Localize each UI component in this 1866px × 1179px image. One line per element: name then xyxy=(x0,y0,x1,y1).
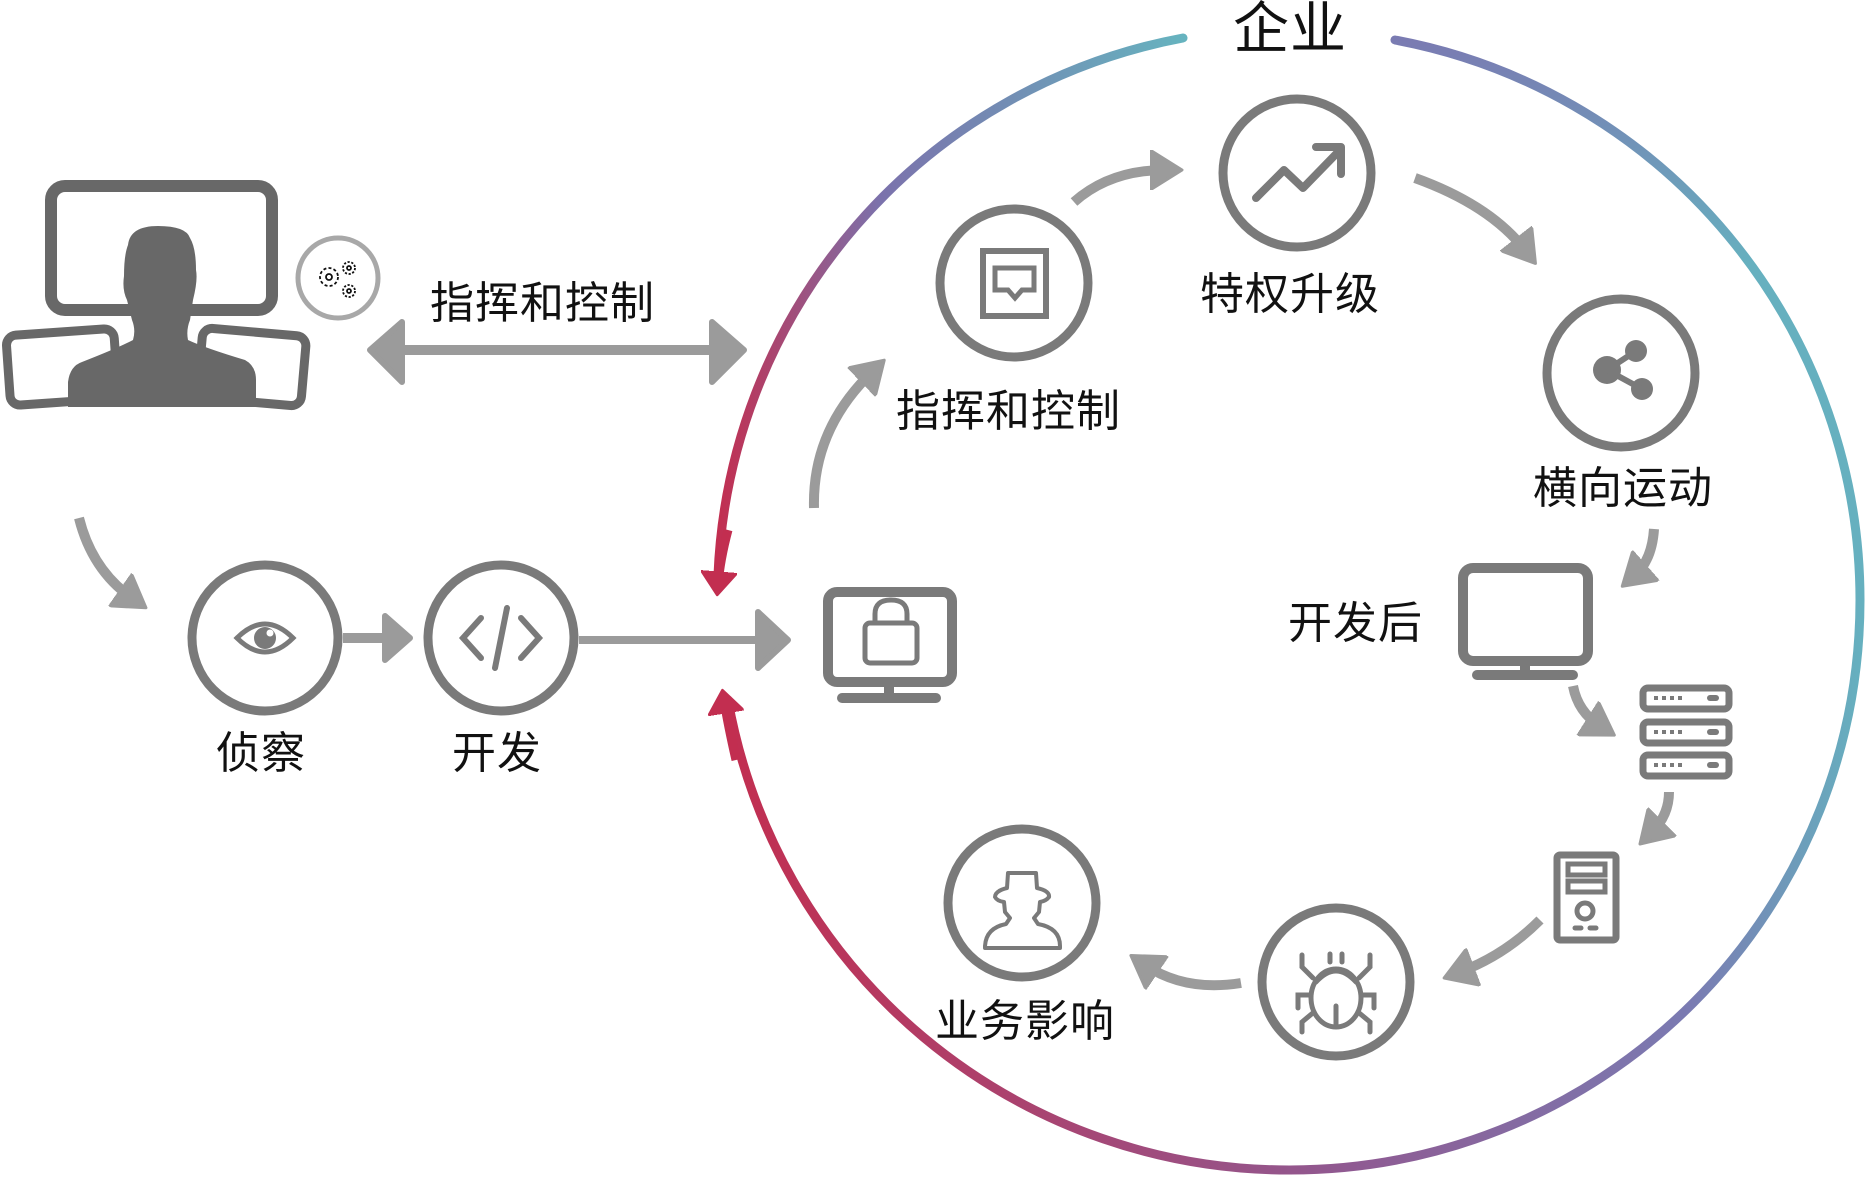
enterprise-ring xyxy=(713,33,1865,1175)
c2-label: 指挥和控制 xyxy=(896,386,1121,437)
lateral-label: 横向运动 xyxy=(1533,463,1713,514)
enterprise-title: 企业 xyxy=(1233,0,1347,62)
eye-icon xyxy=(233,621,297,655)
attacker-workstation-icon xyxy=(2,180,311,411)
malware-to-impact-arrow xyxy=(1145,965,1242,991)
gears-icon xyxy=(295,235,381,321)
impact-node xyxy=(943,824,1101,982)
attacker-c2-label: 指挥和控制 xyxy=(430,278,655,329)
desktop-tower-icon xyxy=(1553,851,1620,944)
c2-node xyxy=(935,204,1093,362)
attacker-to-recon-arrow xyxy=(74,516,132,598)
share-icon xyxy=(1593,340,1653,400)
red-entry-arrow-top xyxy=(718,528,728,585)
recon-label: 侦察 xyxy=(216,728,306,779)
target-to-c2-arrow xyxy=(808,372,872,509)
c2-to-privesc-arrow xyxy=(1070,170,1165,206)
impact-label: 业务影响 xyxy=(935,996,1115,1047)
trend-up-icon xyxy=(1252,146,1344,202)
code-icon xyxy=(458,605,544,671)
locked-monitor-icon xyxy=(823,587,957,703)
privesc-label: 特权升级 xyxy=(1200,269,1380,320)
enterprise-ring-bottom-arc xyxy=(723,595,1865,1175)
lateral-to-post-arrow xyxy=(1635,528,1654,575)
c2-double-arrow xyxy=(367,319,747,385)
malware-node xyxy=(1257,903,1415,1061)
chat-window-icon xyxy=(980,248,1049,319)
exploit-node xyxy=(423,560,579,716)
lateral-node xyxy=(1542,294,1700,452)
monitor-icon xyxy=(1458,563,1593,680)
attacker-silhouette xyxy=(68,226,256,407)
spy-icon xyxy=(983,871,1062,950)
exploit-label: 开发 xyxy=(452,728,542,779)
recon-node xyxy=(187,560,343,716)
bug-icon xyxy=(1295,951,1377,1035)
red-entry-arrow-bottom xyxy=(724,700,736,762)
post-to-servers-arrow xyxy=(1568,684,1600,726)
post-exploit-label: 开发后 xyxy=(1288,598,1423,649)
tower-to-malware-arrow xyxy=(1460,916,1544,972)
privesc-node xyxy=(1218,94,1376,252)
enterprise-ring-right-arc xyxy=(1390,35,1865,605)
privesc-to-lateral-arrow xyxy=(1413,173,1525,250)
server-rack-icon xyxy=(1639,684,1733,780)
servers-to-tower-arrow xyxy=(1652,791,1669,832)
enterprise-ring-top-left-arc xyxy=(713,33,1188,580)
recon-to-exploit-arrow xyxy=(343,613,413,663)
exploit-to-target-arrow xyxy=(579,609,791,671)
